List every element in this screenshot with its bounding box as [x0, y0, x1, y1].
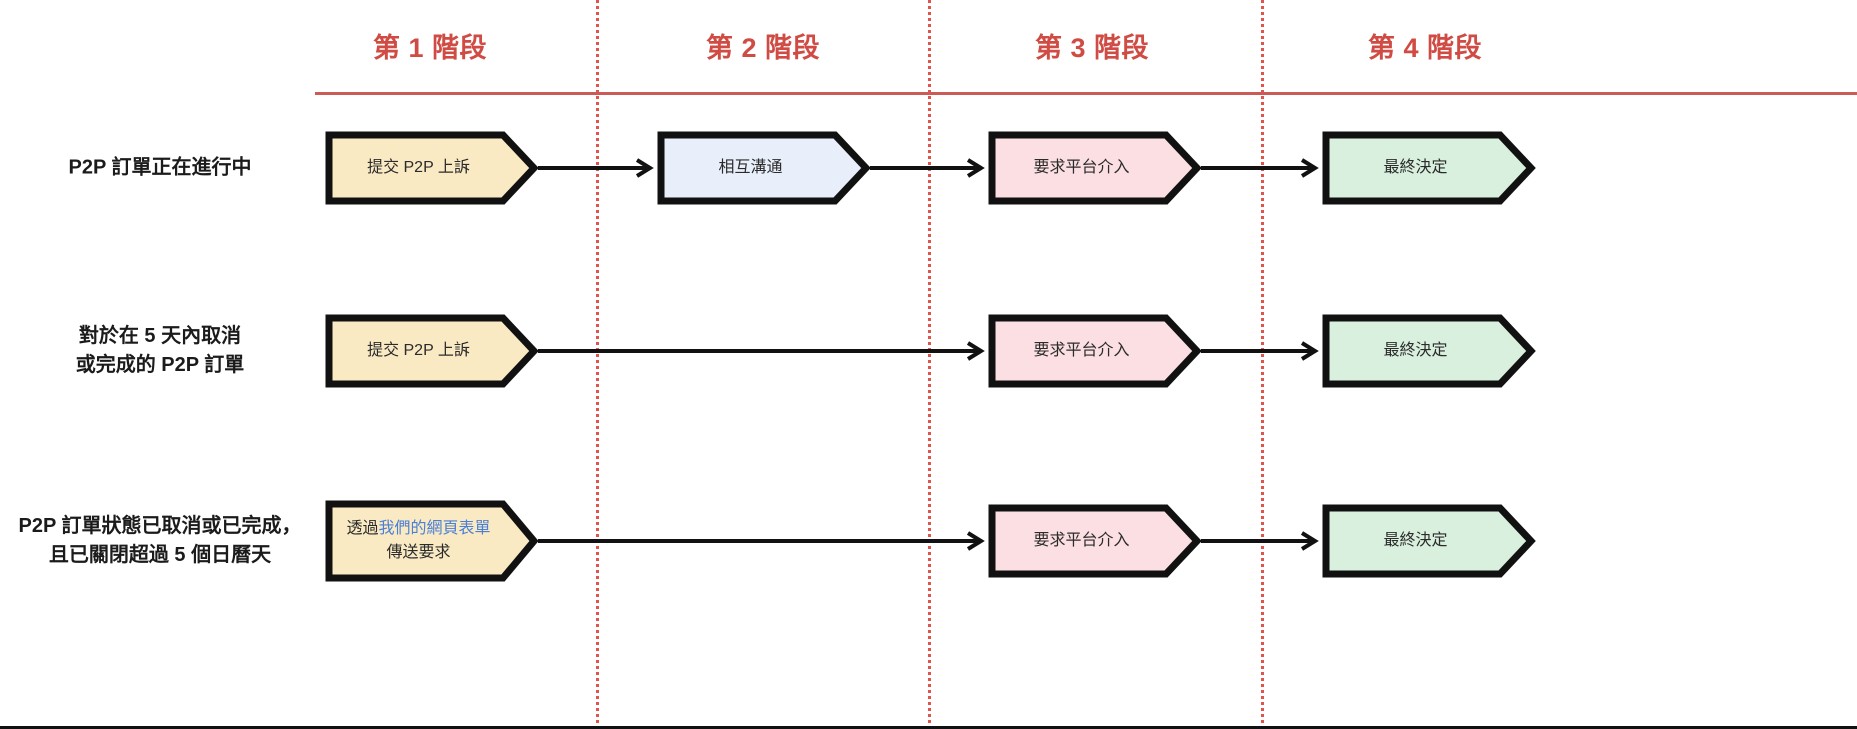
- node-label: 最終決定: [1383, 159, 1448, 176]
- node-submit-appeal-row1[interactable]: 提交 P2P 上訴: [325, 131, 539, 205]
- node-web-form-request-row3[interactable]: 透過我們的網頁表單傳送要求: [325, 500, 539, 582]
- stage-header-2: 第 2 階段: [705, 33, 821, 63]
- node-submit-appeal-row2[interactable]: 提交 P2P 上訴: [325, 314, 539, 388]
- connector-row1-2: [870, 158, 988, 178]
- node-label: 相互溝通: [718, 159, 783, 176]
- node-label: 最終決定: [1383, 532, 1448, 549]
- node-label: 要求平台介入: [1033, 159, 1130, 176]
- stage-divider-2: [928, 0, 931, 729]
- node-request-platform-row3[interactable]: 要求平台介入: [988, 504, 1202, 578]
- row-label-2: 對於在 5 天內取消 或完成的 P2P 訂單: [75, 325, 245, 376]
- connector-row3-2: [1201, 531, 1322, 551]
- node-label: 提交 P2P 上訴: [367, 159, 470, 176]
- node-text-prefix: 透過: [346, 520, 379, 537]
- header-divider-rule: [315, 92, 1857, 95]
- node-mutual-communication-row1[interactable]: 相互溝通: [657, 131, 871, 205]
- stage-divider-1: [596, 0, 599, 729]
- node-text-suffix: 傳送要求: [386, 544, 451, 561]
- stage-header-4: 第 4 階段: [1367, 33, 1483, 63]
- row-label-1: P2P 訂單正在進行中: [68, 156, 252, 179]
- connector-row1-3: [1201, 158, 1322, 178]
- stage-divider-3: [1261, 0, 1264, 729]
- node-final-decision-row2[interactable]: 最終決定: [1322, 314, 1536, 388]
- node-label: 透過我們的網頁表單傳送要求: [325, 517, 538, 565]
- node-request-platform-row2[interactable]: 要求平台介入: [988, 314, 1202, 388]
- node-request-platform-row1[interactable]: 要求平台介入: [988, 131, 1202, 205]
- stage-header-1: 第 1 階段: [372, 33, 488, 63]
- node-label: 要求平台介入: [1033, 532, 1130, 549]
- node-final-decision-row1[interactable]: 最終決定: [1322, 131, 1536, 205]
- stage-header-3: 第 3 階段: [1034, 33, 1150, 63]
- connector-row3-1: [538, 531, 988, 551]
- web-form-link[interactable]: 我們的網頁表單: [378, 520, 491, 537]
- node-label: 要求平台介入: [1033, 342, 1130, 359]
- connector-row2-1: [538, 341, 988, 361]
- bottom-border-rule: [0, 726, 1857, 729]
- node-label: 提交 P2P 上訴: [367, 342, 470, 359]
- row-label-3: P2P 訂單狀態已取消或已完成， 且已關閉超過 5 個日曆天: [18, 515, 302, 566]
- node-final-decision-row3[interactable]: 最終決定: [1322, 504, 1536, 578]
- connector-row2-2: [1201, 341, 1322, 361]
- connector-row1-1: [538, 158, 657, 178]
- node-label: 最終決定: [1383, 342, 1448, 359]
